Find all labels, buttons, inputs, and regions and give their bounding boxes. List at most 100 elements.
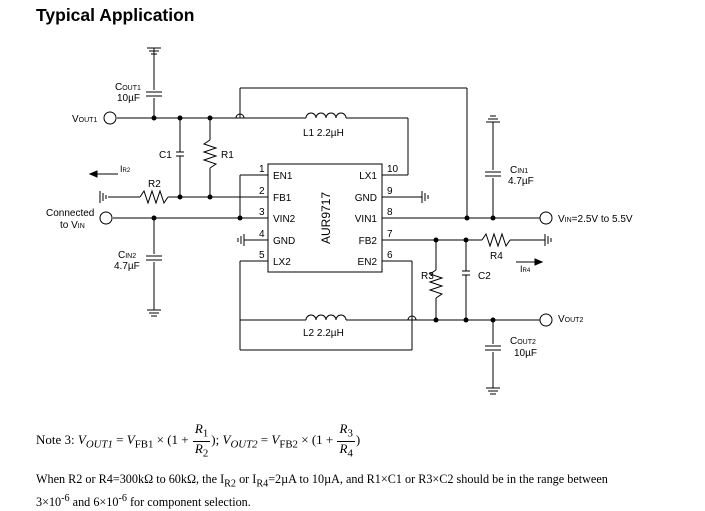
vout2-label-sub: OUT2 xyxy=(565,317,584,324)
l1-label: L1 2.2µH xyxy=(303,128,344,139)
vfb2-sub: FB2 xyxy=(279,438,298,451)
vout2-terminal xyxy=(539,313,553,327)
r1-sub: 1 xyxy=(202,427,209,440)
footnote-text-5: and 6×10 xyxy=(69,495,119,510)
equals-1: = xyxy=(112,432,127,448)
vfb1-sub: FB1 xyxy=(134,438,154,451)
vfb2-symbol: V xyxy=(271,432,280,448)
ir2-label-sub: R2 xyxy=(123,168,131,174)
close-paren-1: ) xyxy=(211,432,216,448)
pin-label-vin1: VIN1 xyxy=(355,214,378,225)
pin3-number: 3 xyxy=(259,207,265,218)
pin10-number: 10 xyxy=(387,164,399,175)
cout2-label: C xyxy=(510,336,517,347)
pin-label-fb2: FB2 xyxy=(359,236,378,247)
vout1-terminal xyxy=(103,111,117,125)
pin-label-gnd-left: GND xyxy=(273,236,295,247)
vout1-label-sub: OUT1 xyxy=(79,117,98,124)
r1-symbol: R xyxy=(194,421,203,436)
ic-part-number: AUR9717 xyxy=(319,192,333,244)
pin6-number: 6 xyxy=(387,250,393,261)
svg-text:VOUT1: VOUT1 xyxy=(72,114,97,125)
vfb1-symbol: V xyxy=(126,432,135,448)
svg-text:to VIN: to VIN xyxy=(60,220,85,231)
connected-label-line1: Connected xyxy=(46,208,94,219)
svg-text:IR4: IR4 xyxy=(520,264,531,274)
cin2-label-sub: IN2 xyxy=(125,253,136,260)
footnote-sub-r4: R4 xyxy=(256,478,269,490)
svg-text:COUT2: COUT2 xyxy=(510,336,536,347)
svg-text:VOUT2: VOUT2 xyxy=(558,314,583,325)
r3-label: R3 xyxy=(421,271,434,282)
vin-label: V xyxy=(558,214,565,225)
cout1-label-sub: OUT1 xyxy=(122,85,141,92)
svg-text:CIN2: CIN2 xyxy=(118,250,136,261)
pin-label-vin2: VIN2 xyxy=(273,214,296,225)
vin-label-sub: IN xyxy=(565,217,572,224)
pin-label-fb1: FB1 xyxy=(273,193,292,204)
pin5-number: 5 xyxy=(259,250,265,261)
pin-label-lx1: LX1 xyxy=(359,171,377,182)
ir4-label-sub: R4 xyxy=(523,268,531,274)
separator: ; xyxy=(215,432,223,448)
pin-label-gnd-right: GND xyxy=(355,193,377,204)
cout1-value: 10µF xyxy=(117,93,140,104)
ir4-label: I xyxy=(520,264,523,274)
r3-symbol: R xyxy=(339,421,348,436)
pin-label-en2: EN2 xyxy=(358,257,378,268)
connected-label-line2: to V xyxy=(60,220,78,231)
close-paren-2: ) xyxy=(355,432,361,448)
cout2-value: 10µF xyxy=(514,348,537,359)
svg-text:IR2: IR2 xyxy=(120,164,131,174)
pin9-number: 9 xyxy=(387,186,393,197)
vout2-label: V xyxy=(558,314,565,325)
r1-label: R1 xyxy=(221,150,234,161)
r4-symbol: R xyxy=(339,440,348,456)
svg-text:COUT1: COUT1 xyxy=(115,82,141,93)
vout2-symbol: V xyxy=(222,432,231,448)
cin1-value: 4.7µF xyxy=(508,176,534,187)
r2-symbol: R xyxy=(194,440,203,456)
vin-terminal xyxy=(539,211,553,225)
note-prefix: Note 3: xyxy=(36,432,78,448)
equals-2: = xyxy=(257,432,272,448)
r3-sub: 3 xyxy=(347,427,353,440)
vin2-terminal xyxy=(99,211,113,225)
r4-label: R4 xyxy=(490,251,503,262)
cin2-label: C xyxy=(118,250,125,261)
figure-title: Typical Application xyxy=(36,5,195,25)
pin1-number: 1 xyxy=(259,164,265,175)
l2-label: L2 2.2µH xyxy=(303,328,344,339)
footnote-text-2: or I xyxy=(236,472,257,486)
pin2-number: 2 xyxy=(259,186,265,197)
footnote-exp-1: -6 xyxy=(61,493,70,505)
c2-label: C2 xyxy=(478,271,491,282)
pin4-number: 4 xyxy=(259,229,265,240)
vout1-symbol: V xyxy=(77,432,86,448)
footnote-sub-r2: R2 xyxy=(224,478,237,490)
cout1-label: C xyxy=(115,82,122,93)
svg-text:VIN=2.5V to 5.5V: VIN=2.5V to 5.5V xyxy=(558,214,633,225)
pin-label-en1: EN1 xyxy=(273,171,293,182)
pin8-number: 8 xyxy=(387,207,393,218)
r2-sub: 2 xyxy=(202,447,209,460)
vout1-sub: OUT1 xyxy=(85,438,113,451)
pin7-number: 7 xyxy=(387,229,393,240)
vout2-sub: OUT2 xyxy=(230,438,258,451)
footnote-text-6: for component selection. xyxy=(126,495,251,510)
vout1-label: V xyxy=(72,114,79,125)
component-selection-note: When R2 or R4=300kΩ to 60kΩ, the IR2 or … xyxy=(36,472,686,511)
cin1-label: C xyxy=(510,165,517,176)
times-2: × (1 + xyxy=(297,432,337,448)
cin2-value: 4.7µF xyxy=(114,261,140,272)
cin1-label-sub: IN1 xyxy=(517,168,528,175)
times-1: × (1 + xyxy=(153,432,192,448)
r2-label: R2 xyxy=(148,179,161,190)
pin-label-lx2: LX2 xyxy=(273,257,291,268)
ir2-label: I xyxy=(120,164,123,174)
cout2-label-sub: OUT2 xyxy=(517,339,536,346)
